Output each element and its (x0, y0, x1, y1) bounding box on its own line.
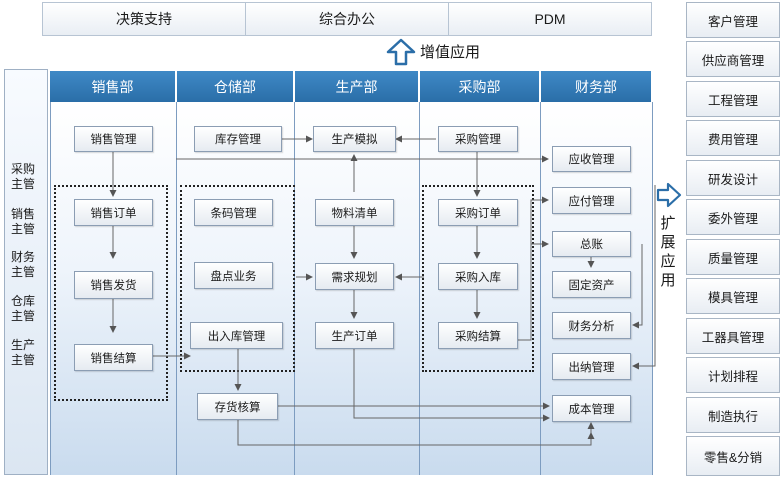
node-requirements-planning[interactable]: 需求规划 (315, 263, 394, 290)
value-added-label: 增值应用 (420, 44, 481, 61)
top-bar: 决策支持 综合办公 PDM (42, 2, 652, 36)
node-purchase-receipt[interactable]: 采购入库 (438, 263, 518, 290)
node-production-simulation[interactable]: 生产模拟 (313, 126, 396, 152)
module-outsourcing[interactable]: 委外管理 (686, 199, 780, 235)
node-cost-management[interactable]: 成本管理 (552, 395, 631, 422)
node-sales-management[interactable]: 销售管理 (74, 126, 153, 152)
role-warehouse-manager: 仓库主管 (10, 294, 35, 323)
module-quality[interactable]: 质量管理 (686, 239, 780, 275)
top-bar-pdm[interactable]: PDM (449, 3, 651, 35)
node-payables[interactable]: 应付管理 (552, 187, 631, 214)
node-stocktaking[interactable]: 盘点业务 (194, 262, 273, 289)
module-scheduling[interactable]: 计划排程 (686, 357, 780, 393)
module-tooling[interactable]: 工器具管理 (686, 318, 780, 354)
up-arrow-icon (386, 38, 416, 66)
module-mes[interactable]: 制造执行 (686, 397, 780, 433)
node-inbound-outbound[interactable]: 出入库管理 (190, 322, 283, 349)
dept-sales[interactable]: 销售部 (50, 71, 175, 102)
node-sales-delivery[interactable]: 销售发货 (74, 271, 153, 299)
node-purchase-order[interactable]: 采购订单 (438, 199, 518, 226)
node-cashier-management[interactable]: 出纳管理 (552, 353, 631, 380)
node-purchase-settlement[interactable]: 采购结算 (438, 322, 518, 349)
roles-panel (4, 69, 48, 475)
node-general-ledger[interactable]: 总账 (552, 231, 631, 257)
dept-warehouse[interactable]: 仓储部 (177, 71, 293, 102)
right-arrow-icon (656, 182, 682, 208)
node-sales-settlement[interactable]: 销售结算 (74, 344, 153, 371)
dept-finance[interactable]: 财务部 (541, 71, 651, 102)
module-supplier[interactable]: 供应商管理 (686, 41, 780, 77)
node-barcode-management[interactable]: 条码管理 (194, 199, 273, 226)
node-inventory-management[interactable]: 库存管理 (194, 126, 282, 152)
purchase-group-frame (422, 185, 534, 372)
node-purchase-management[interactable]: 采购管理 (438, 126, 518, 152)
sales-group-frame (54, 185, 168, 401)
role-purchase-manager: 采购主管 (10, 162, 35, 191)
role-sales-manager: 销售主管 (10, 207, 35, 236)
role-finance-manager: 财务主管 (10, 250, 35, 279)
dept-production[interactable]: 生产部 (295, 71, 418, 102)
node-sales-order[interactable]: 销售订单 (74, 199, 153, 226)
module-expense[interactable]: 费用管理 (686, 120, 780, 156)
node-bill-of-materials[interactable]: 物料清单 (315, 199, 394, 226)
node-receivables[interactable]: 应收管理 (552, 146, 631, 172)
top-bar-decision-support[interactable]: 决策支持 (43, 3, 246, 35)
module-mold[interactable]: 模具管理 (686, 278, 780, 314)
module-customer[interactable]: 客户管理 (686, 2, 780, 38)
module-rd-design[interactable]: 研发设计 (686, 160, 780, 196)
dept-purchase[interactable]: 采购部 (420, 71, 539, 102)
extend-label: 扩展应用 (660, 215, 676, 289)
top-bar-office[interactable]: 综合办公 (246, 3, 449, 35)
module-engineering[interactable]: 工程管理 (686, 81, 780, 117)
node-inventory-accounting[interactable]: 存货核算 (197, 393, 278, 420)
node-financial-analysis[interactable]: 财务分析 (552, 312, 631, 339)
node-production-order[interactable]: 生产订单 (315, 322, 394, 349)
role-production-manager: 生产主管 (10, 338, 35, 367)
module-retail-distribution[interactable]: 零售&分销 (686, 436, 780, 476)
node-fixed-assets[interactable]: 固定资产 (552, 271, 631, 298)
